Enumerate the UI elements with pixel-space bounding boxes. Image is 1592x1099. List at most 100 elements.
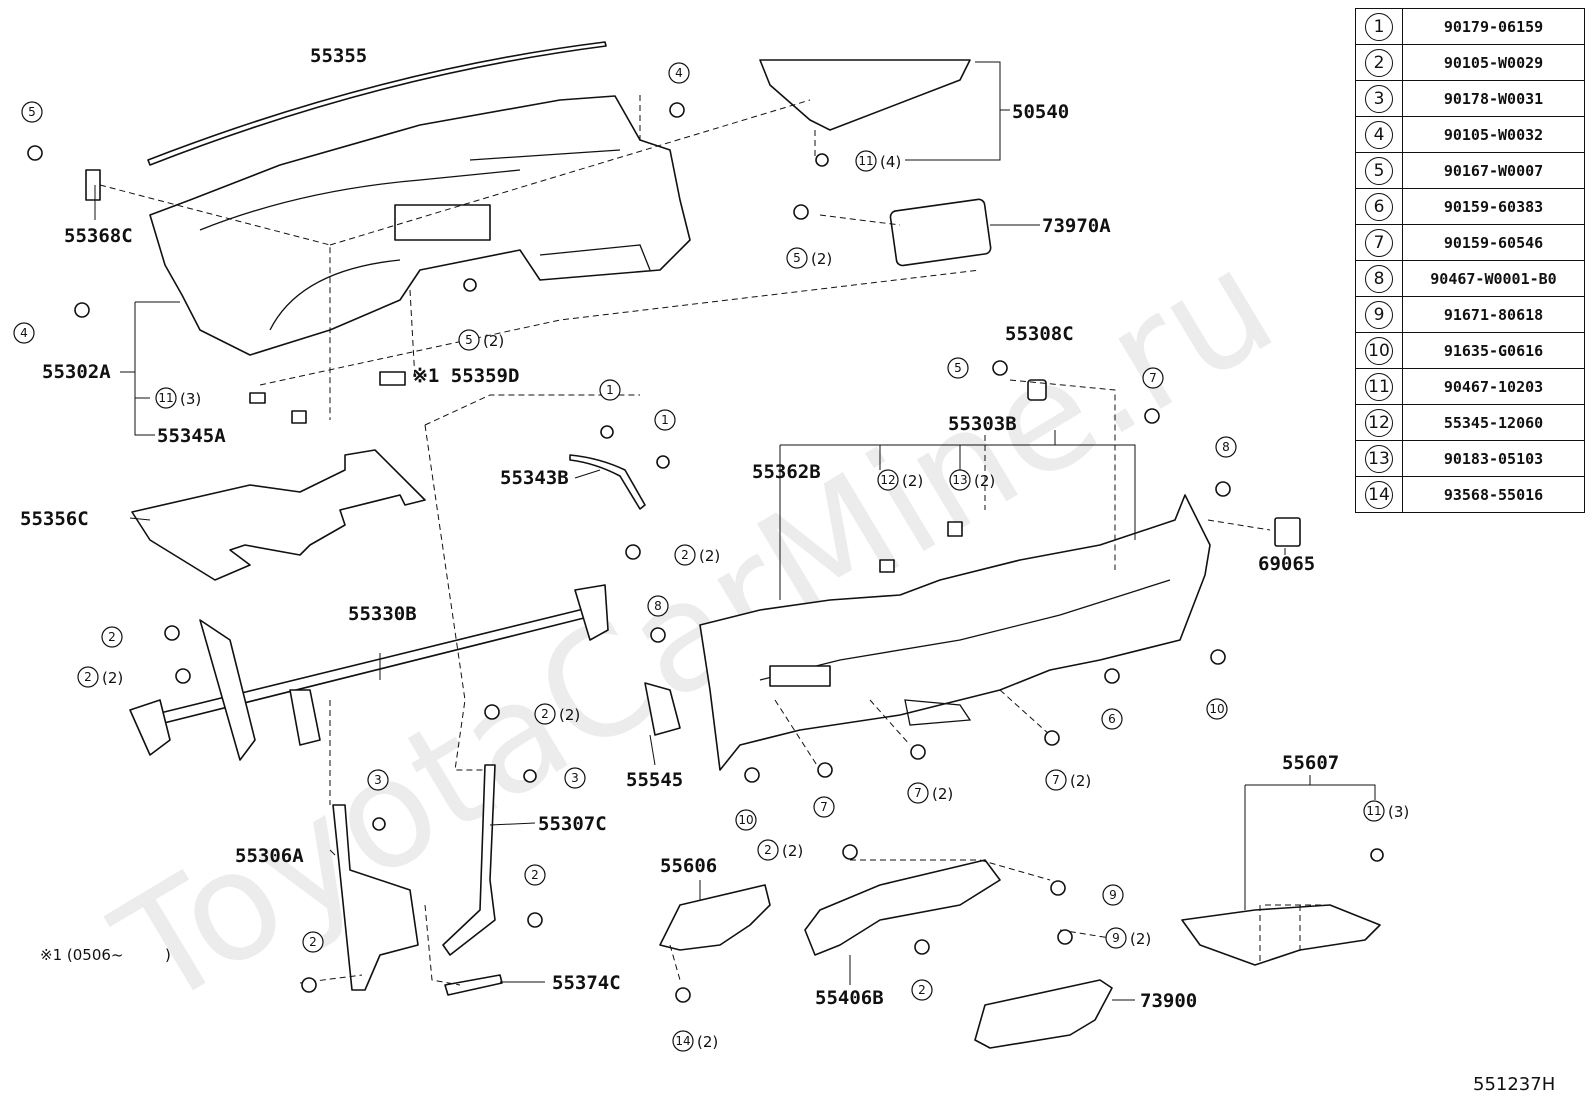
svg-text:5: 5 (954, 361, 962, 375)
glove-box-73900 (974, 979, 1113, 1049)
svg-text:9: 9 (1112, 931, 1120, 945)
clip-13 (947, 521, 963, 537)
svg-text:11: 11 (858, 154, 873, 168)
legend-key: 10 (1365, 336, 1393, 365)
svg-text:7: 7 (1149, 371, 1157, 385)
clip-lower (249, 392, 266, 404)
svg-text:11: 11 (158, 391, 173, 405)
bracket-55368C (85, 169, 101, 201)
diagram-code: 551237H (1473, 1074, 1555, 1095)
brace-55306A (332, 804, 419, 991)
qty-5-2-b: (2) (483, 332, 504, 350)
legend-part-number: 90178-W0031 (1402, 80, 1585, 117)
legend-key: 2 (1365, 48, 1393, 77)
svg-text:2: 2 (541, 707, 549, 721)
svg-text:2: 2 (84, 670, 92, 684)
svg-text:7: 7 (1052, 773, 1060, 787)
label-55406B: 55406B (815, 987, 884, 1009)
svg-text:2: 2 (531, 868, 539, 882)
insulator-55356C (131, 449, 426, 581)
bracket-55343B (569, 454, 646, 510)
footnote-end: ) (165, 946, 171, 964)
reinforcement-55330B (129, 584, 609, 761)
qty-7-2-b: (2) (932, 785, 953, 803)
legend-part-number: 90105-W0029 (1402, 44, 1585, 81)
svg-text:11: 11 (1366, 804, 1381, 818)
qty-13-2: (2) (974, 472, 995, 490)
svg-text:8: 8 (654, 599, 662, 613)
legend-part-number: 90467-W0001-B0 (1402, 260, 1585, 297)
legend-row: 7 90159-60546 (1355, 224, 1585, 261)
label-55359D: ※1 55359D (412, 365, 519, 387)
legend-key: 9 (1365, 300, 1393, 329)
instrument-panel-upper (149, 95, 691, 356)
clip-12 (879, 559, 895, 573)
legend-part-number: 90159-60383 (1402, 188, 1585, 225)
svg-text:14: 14 (675, 1034, 690, 1048)
svg-text:5: 5 (28, 105, 36, 119)
legend-part-number: 91635-G0616 (1402, 332, 1585, 369)
label-55302A: 55302A (42, 361, 111, 383)
svg-text:5: 5 (465, 333, 473, 347)
qty-12-2: (2) (902, 472, 923, 490)
legend-part-number: 90159-60546 (1402, 224, 1585, 261)
label-55308C: 55308C (1005, 323, 1074, 345)
label-55545: 55545 (626, 769, 683, 791)
svg-text:13: 13 (952, 473, 967, 487)
legend-key: 3 (1365, 84, 1393, 113)
clip-55308C (1027, 379, 1047, 401)
legend-part-number: 90179-06159 (1402, 8, 1585, 45)
svg-text:8: 8 (1222, 440, 1230, 454)
label-73970A: 73970A (1042, 215, 1111, 237)
svg-text:10: 10 (1209, 702, 1224, 716)
cap-69065 (1274, 517, 1301, 547)
label-55362B: 55362B (752, 461, 821, 483)
legend-key: 11 (1365, 372, 1393, 401)
legend-part-number: 91671-80618 (1402, 296, 1585, 333)
svg-text:2: 2 (918, 983, 926, 997)
svg-text:7: 7 (914, 786, 922, 800)
qty-2-2-a: (2) (699, 547, 720, 565)
qty-14-2: (2) (697, 1033, 718, 1051)
legend-row: 3 90178-W0031 (1355, 80, 1585, 117)
legend-key: 14 (1365, 480, 1393, 509)
qty-11-4: (4) (880, 153, 901, 171)
legend-key: 6 (1365, 192, 1393, 221)
footnote-start: ※1 (0506~ (40, 946, 123, 964)
svg-text:2: 2 (681, 548, 689, 562)
svg-text:10: 10 (738, 813, 753, 827)
qty-11-3-a: (3) (180, 390, 201, 408)
label-55355: 55355 (310, 45, 367, 67)
label-50540: 50540 (1012, 101, 1069, 123)
callout-circles: 5 4 4 11 5 5 11 5 7 1 1 8 12 13 2 8 2 2 … (13, 62, 1385, 1052)
legend-key: 12 (1365, 408, 1393, 437)
label-55343B: 55343B (500, 467, 569, 489)
legend-key: 7 (1365, 228, 1393, 257)
clip-55345A (291, 410, 307, 424)
pad-55359D (379, 371, 406, 386)
svg-text:6: 6 (1108, 712, 1116, 726)
qty-2-2-d: (2) (782, 842, 803, 860)
qty-11-3-b: (3) (1388, 803, 1409, 821)
qty-5-2-a: (2) (811, 250, 832, 268)
svg-text:12: 12 (880, 473, 895, 487)
legend-key: 8 (1365, 264, 1393, 293)
bracket-55606 (659, 884, 771, 951)
svg-text:5: 5 (793, 251, 801, 265)
glove-box-door-55607 (1181, 904, 1381, 966)
legend-row: 9 91671-80618 (1355, 296, 1585, 333)
legend-key: 5 (1365, 156, 1393, 185)
side-cover-55545 (644, 682, 681, 736)
legend-row: 6 90159-60383 (1355, 188, 1585, 225)
label-55368C: 55368C (64, 225, 133, 247)
qty-7-2-a: (2) (1070, 772, 1091, 790)
label-55330B: 55330B (348, 603, 417, 625)
svg-text:2: 2 (309, 935, 317, 949)
svg-text:2: 2 (764, 843, 772, 857)
